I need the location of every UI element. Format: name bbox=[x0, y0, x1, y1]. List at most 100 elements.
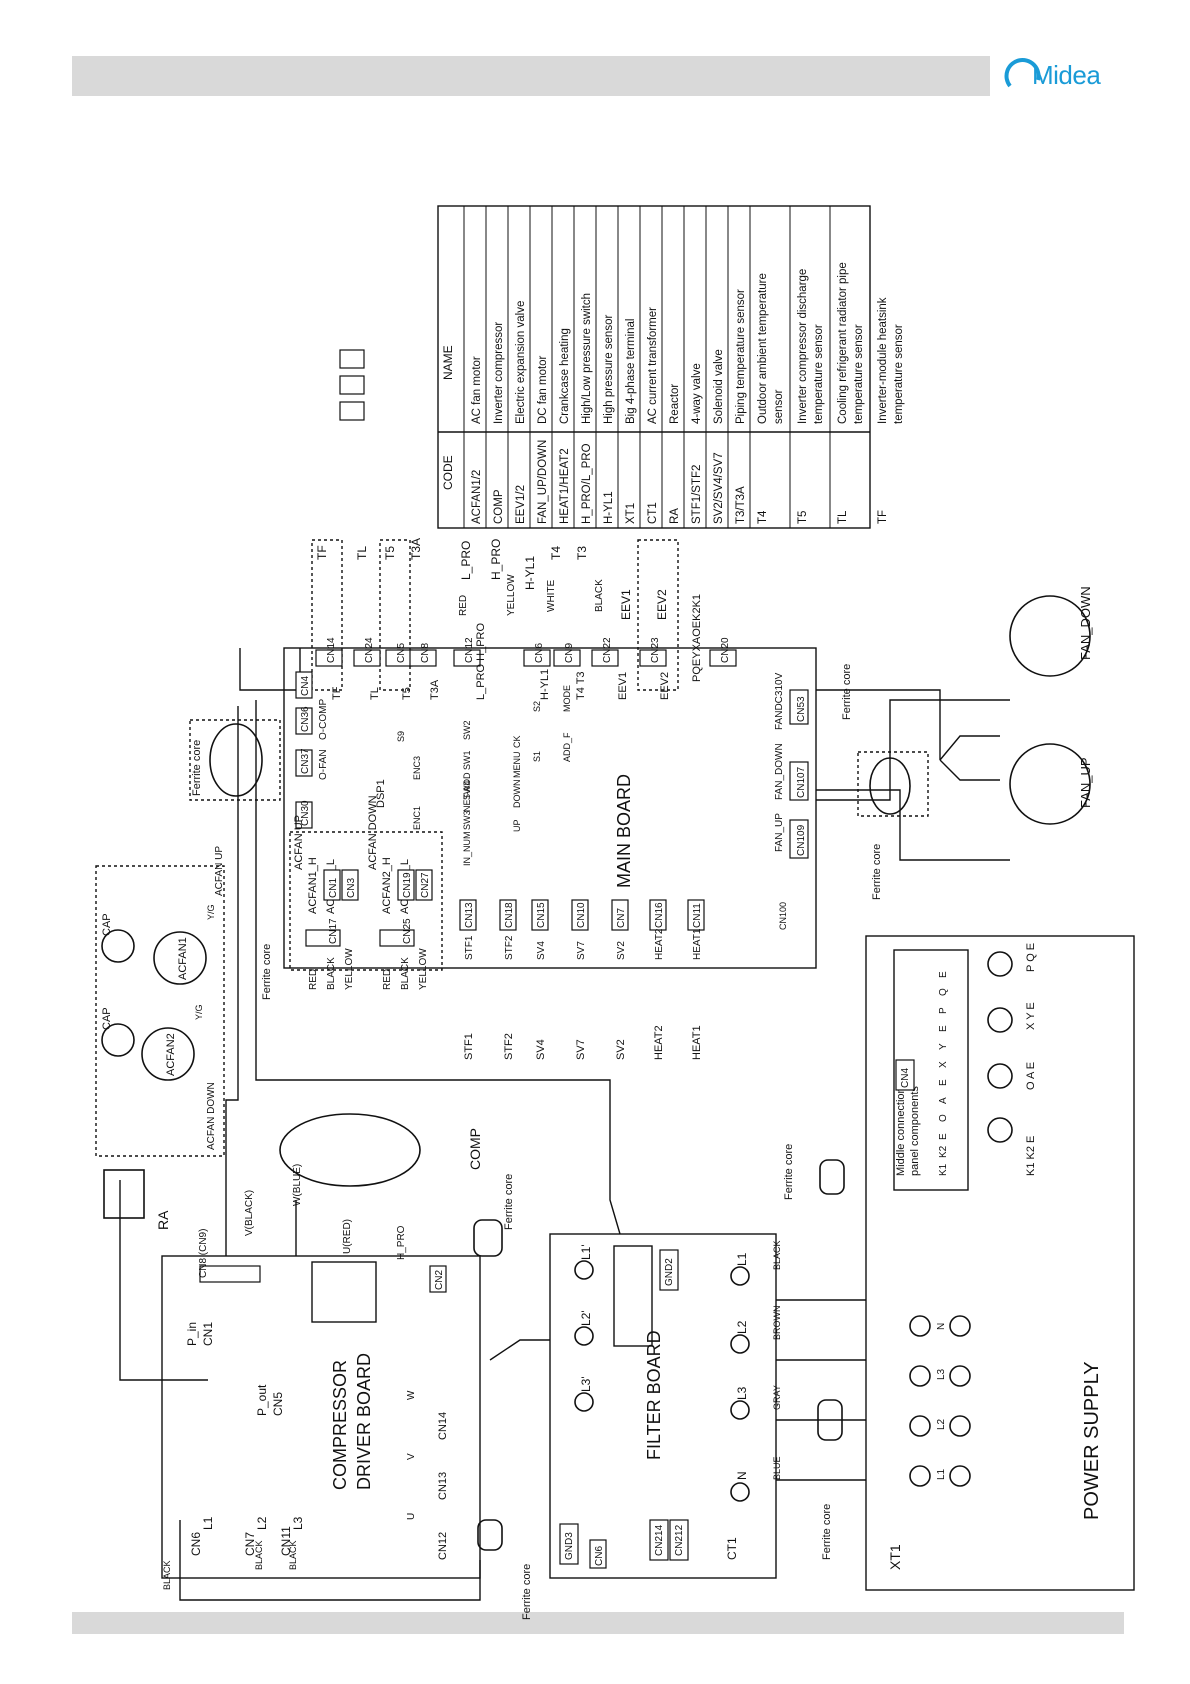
legend-name: Crankcase heating bbox=[559, 328, 571, 424]
cn1-label: CN1 bbox=[328, 878, 339, 898]
ferrite-label: Ferrite core bbox=[841, 664, 853, 720]
legend-code: SV2/SV4/SV7 bbox=[713, 452, 725, 524]
valve-port-box bbox=[459, 899, 477, 931]
valve-port-label: CN10 bbox=[576, 902, 587, 928]
connector-box bbox=[295, 801, 313, 829]
fan-up-port-label: FAN_UP bbox=[774, 813, 785, 852]
wire-black-label: BLACK bbox=[400, 957, 411, 990]
l2-label: L2 bbox=[735, 1320, 749, 1334]
cn100-label: CN100 bbox=[778, 902, 788, 930]
middle-terminal-label: X bbox=[938, 1061, 949, 1068]
legend-name: sensor bbox=[773, 389, 785, 424]
cn30-label: CN30 bbox=[300, 800, 311, 826]
middle-terminal-label: K1 bbox=[938, 1163, 949, 1176]
top-port-label: CN20 bbox=[720, 637, 731, 663]
connector-box bbox=[669, 1519, 689, 1561]
terminal-panel-outline bbox=[865, 935, 1135, 1591]
valve-device-label: SV4 bbox=[535, 1039, 547, 1060]
valve-port-box bbox=[531, 899, 549, 931]
top-port-box bbox=[709, 649, 737, 667]
top-port-signal-label: T3A bbox=[429, 679, 441, 700]
top-port-label: CN9 bbox=[564, 643, 575, 663]
valve-port-label: CN16 bbox=[654, 902, 665, 928]
top-port-box bbox=[591, 649, 619, 667]
xt1-label: XT1 bbox=[887, 1544, 903, 1570]
legend-code: FAN_UP/DOWN bbox=[537, 440, 549, 524]
valve-port-label: CN7 bbox=[616, 908, 627, 928]
cn6-label: CN6 bbox=[189, 1532, 203, 1556]
compressor-board-outline bbox=[161, 1255, 481, 1579]
fandc-label: FANDC310V bbox=[774, 672, 785, 730]
main-board-model: PQEYXAOEK2K1 bbox=[691, 594, 703, 682]
l2-label: L2 bbox=[255, 1516, 269, 1530]
wire-red-label: RED bbox=[382, 969, 393, 990]
legend-code: T4 bbox=[757, 510, 769, 524]
acfan2-motor-icon bbox=[141, 1027, 195, 1081]
legend-code: COMP bbox=[493, 489, 505, 524]
top-port-label: CN8 bbox=[420, 643, 431, 663]
cap-label: CAP bbox=[101, 913, 113, 936]
legend-code: TF bbox=[877, 510, 889, 524]
valve-device-label: STF1 bbox=[463, 1033, 475, 1060]
switch-label: NET-ADD bbox=[462, 772, 472, 812]
l1-label: L1 bbox=[201, 1516, 215, 1530]
legend-header-name: NAME bbox=[441, 345, 455, 380]
cn3-label: CN3 bbox=[346, 878, 357, 898]
legend-code: H-YL1 bbox=[603, 491, 615, 524]
valve-port-label: CN15 bbox=[536, 902, 547, 928]
eev2-label: EEV2 bbox=[655, 589, 669, 620]
switch-label: CK bbox=[512, 735, 522, 748]
logo-text: Midea bbox=[1032, 60, 1101, 90]
l3-label: L3 bbox=[735, 1386, 749, 1400]
switch-label: SW4 bbox=[462, 780, 472, 800]
cn7-label: CN7 bbox=[243, 1532, 257, 1556]
compressor-icon bbox=[279, 1113, 421, 1187]
middle-terminal-label: K2 bbox=[938, 1145, 949, 1158]
reactor-label: RA bbox=[155, 1210, 171, 1230]
cn6-label: CN6 bbox=[594, 1546, 605, 1566]
valve-port-label: CN11 bbox=[692, 903, 703, 928]
connector-box bbox=[789, 819, 809, 859]
connector-box bbox=[429, 1265, 447, 1293]
ferrite-label: Ferrite core bbox=[821, 1504, 833, 1560]
legend-code: TL bbox=[837, 510, 849, 524]
cn5-label: CN5 bbox=[271, 1392, 285, 1416]
l3p-label: L3' bbox=[579, 1376, 593, 1392]
p-in-label: P_in bbox=[185, 1322, 199, 1346]
wire-black-label: BLACK bbox=[254, 1540, 264, 1570]
connector-box bbox=[559, 1523, 579, 1565]
seven-segment-digit bbox=[339, 349, 365, 369]
wire-white-label: WHITE bbox=[546, 579, 557, 612]
connector-box bbox=[295, 671, 313, 699]
acfan1-motor-icon bbox=[153, 931, 207, 985]
valve-port-label: CN18 bbox=[504, 902, 515, 928]
switch-label: S9 bbox=[396, 731, 406, 742]
middle-bottom-label: P Q E bbox=[1025, 943, 1037, 972]
filter-board-outline bbox=[549, 1233, 777, 1579]
legend-name: temperature sensor bbox=[813, 324, 825, 424]
hyl1-label: H-YL1 bbox=[523, 556, 537, 590]
ocomp-label: O-COMP bbox=[318, 699, 329, 740]
top-port-label: CN5 bbox=[396, 643, 407, 663]
middle-panel-title: panel components bbox=[909, 1086, 921, 1176]
fan-up-label: FAN_UP bbox=[1078, 757, 1093, 808]
top-port-signal-label: T5 bbox=[401, 687, 413, 700]
valve-port-box bbox=[649, 899, 667, 931]
wire-blue-label: BLUE bbox=[772, 1456, 782, 1480]
ferrite-label: Ferrite core bbox=[521, 1564, 533, 1620]
comp-u-label: U(RED) bbox=[342, 1219, 353, 1254]
cn109-label: CN109 bbox=[796, 824, 807, 856]
xt1-terminal-label: L2 bbox=[936, 1418, 947, 1430]
ferrite-core-icon bbox=[209, 723, 263, 797]
eev1-label: EEV1 bbox=[619, 589, 633, 620]
valve-device-label: HEAT2 bbox=[653, 1025, 665, 1060]
cn37-label: CN37 bbox=[300, 748, 311, 774]
reactor-icon bbox=[103, 1169, 145, 1219]
legend-header-code: CODE bbox=[441, 455, 455, 490]
wire-yg-label: Y/G bbox=[206, 904, 216, 920]
wire-gray-label: GRAY bbox=[772, 1385, 782, 1410]
acfan1-label: ACFAN1 bbox=[177, 937, 189, 980]
phase-w-label: W bbox=[406, 1390, 417, 1400]
l2p-label: L2' bbox=[579, 1310, 593, 1326]
